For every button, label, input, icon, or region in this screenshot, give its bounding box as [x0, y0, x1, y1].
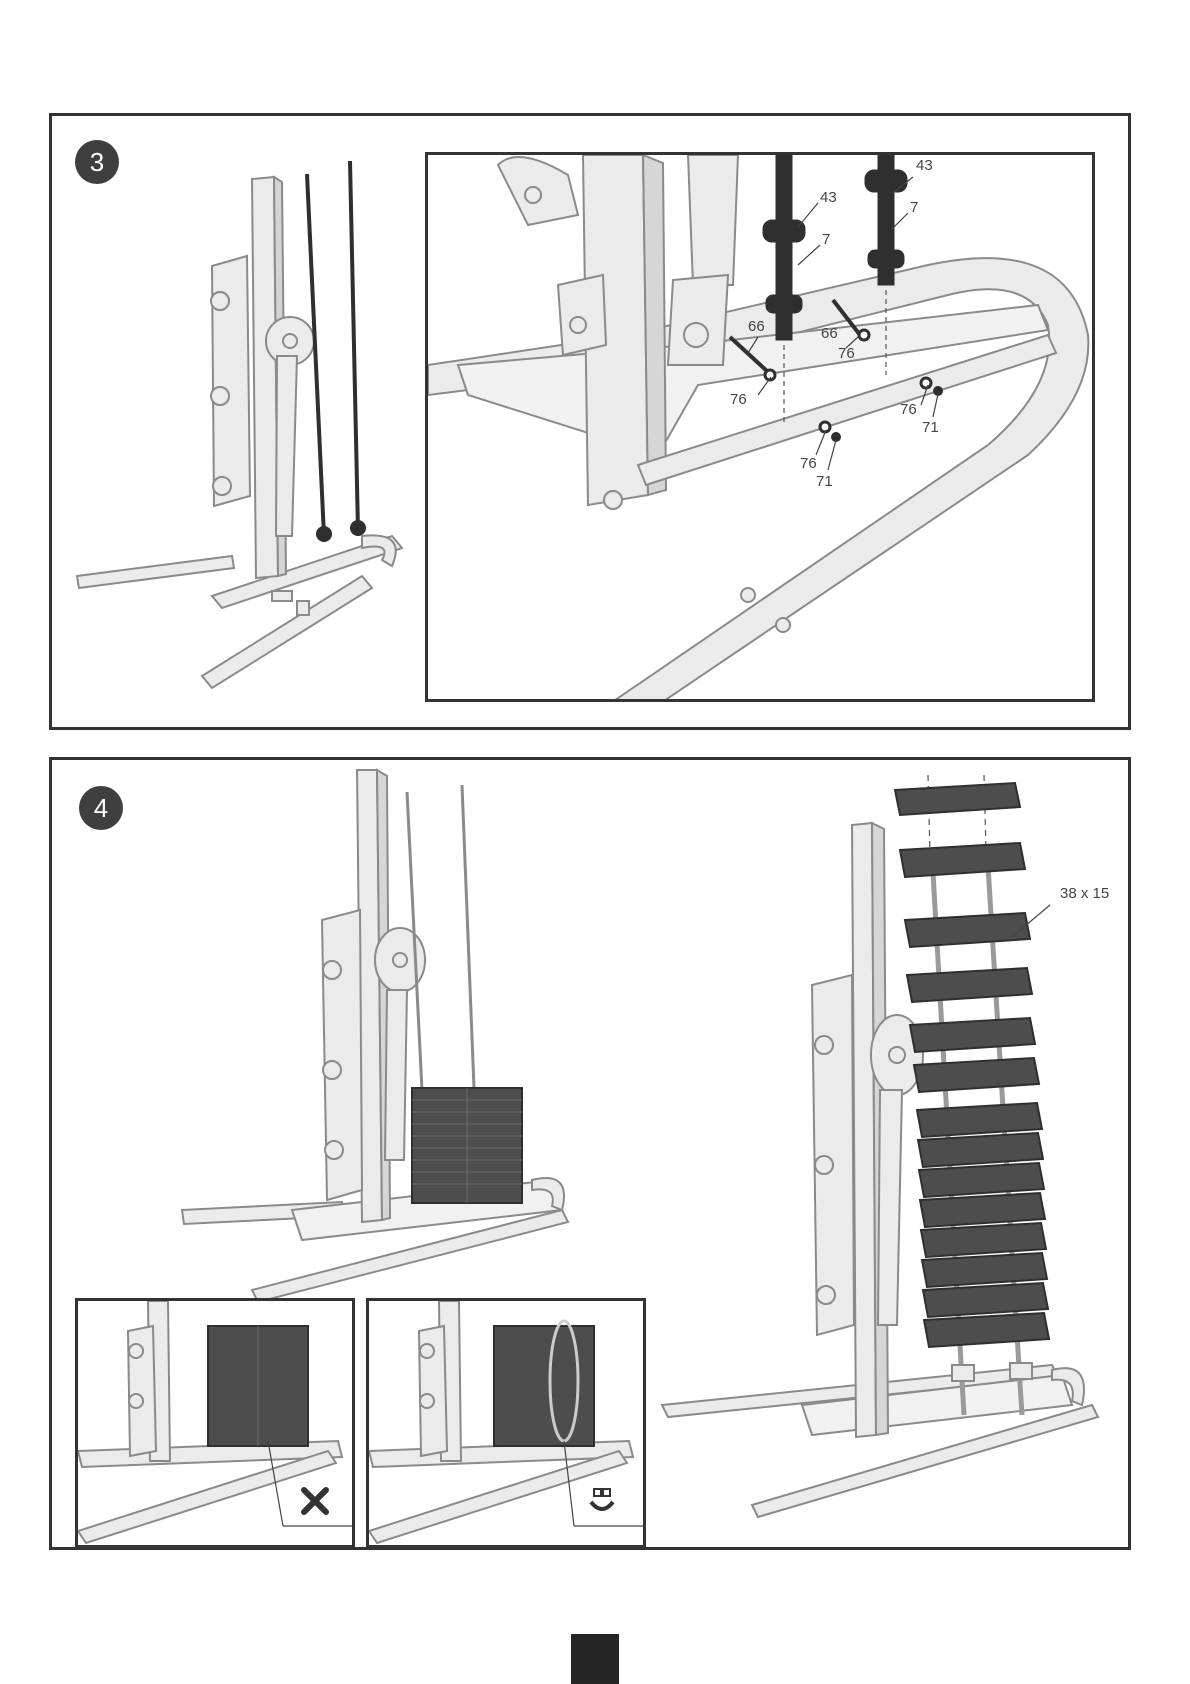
label-71-center: 71 — [816, 473, 833, 490]
clip-alignment-icon — [587, 1486, 617, 1516]
cross-icon — [300, 1486, 330, 1516]
step-4-badge: 4 — [79, 786, 123, 830]
step-4-inset-incorrect — [75, 1298, 355, 1548]
step-3-overview-drawing — [62, 156, 402, 716]
step-3-detail-drawing — [428, 155, 1095, 702]
step-4-assembled-drawing — [182, 770, 722, 1310]
label-43-top: 43 — [916, 157, 933, 174]
weight-stack-label: 38 x 15 — [1060, 885, 1109, 902]
step-4-inset-correct — [366, 1298, 646, 1548]
step-3-panel: 3 — [49, 113, 1131, 730]
step-4-exploded-drawing — [652, 765, 1132, 1545]
label-43-mid: 43 — [820, 189, 837, 206]
page-marker-tab — [571, 1634, 619, 1684]
label-76-left: 76 — [730, 391, 747, 408]
step-3-detail-inset: 43 7 43 7 66 66 76 76 76 71 76 71 — [425, 152, 1095, 702]
label-7-top: 7 — [910, 199, 918, 216]
label-76-center: 76 — [800, 455, 817, 472]
label-76-right-upper: 76 — [838, 345, 855, 362]
label-66-left: 66 — [748, 318, 765, 335]
label-76-right-lower: 76 — [900, 401, 917, 418]
label-71-right: 71 — [922, 419, 939, 436]
label-7-mid: 7 — [822, 231, 830, 248]
step-4-panel: 4 — [49, 757, 1131, 1550]
label-66-right: 66 — [821, 325, 838, 342]
